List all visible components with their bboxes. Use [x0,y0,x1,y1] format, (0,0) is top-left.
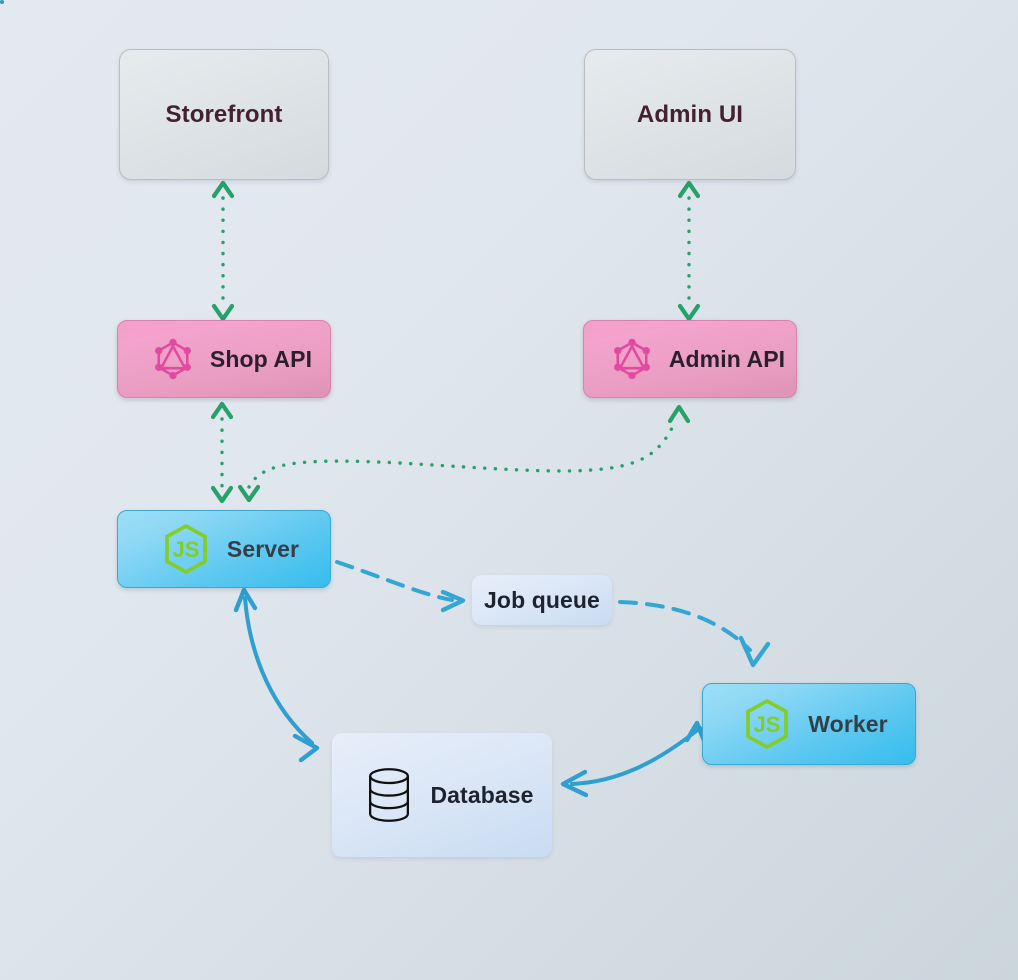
svg-text:JS: JS [754,712,781,737]
node-storefront-label: Storefront [165,100,283,128]
node-database-label: Database [430,781,534,808]
node-database[interactable]: Database [332,733,552,857]
node-server-label: Server [226,535,300,562]
node-job-queue-label: Job queue [484,586,600,613]
node-shop-api[interactable]: Shop API [117,320,331,398]
node-admin-api-label: Admin API [668,345,786,372]
graphql-icon [609,336,655,382]
edge-server-job-queue [335,560,466,613]
node-worker-label: Worker [808,710,888,737]
node-admin-ui[interactable]: Admin UI [584,49,796,180]
node-job-queue[interactable]: Job queue [472,575,612,625]
node-worker[interactable]: JS Worker [702,683,916,765]
node-shop-api-label: Shop API [209,345,313,372]
svg-text:JS: JS [172,537,199,562]
node-admin-ui-label: Admin UI [636,100,744,128]
node-admin-api[interactable]: Admin API [583,320,797,398]
graphql-icon [150,336,196,382]
edge-job-queue-worker [618,600,771,668]
edge-server-admin-api [237,404,691,503]
edge-worker-database [560,720,708,798]
database-cylinder-icon [366,767,412,823]
edge-admin-ui-admin-api [677,180,701,322]
edge-shop-api-server [210,401,234,504]
nodejs-icon: JS [161,523,211,575]
edge-storefront-shop-api [211,180,235,322]
vendure-server-group [0,0,4,4]
nodejs-icon: JS [742,698,792,750]
edge-server-database [233,587,320,763]
node-server[interactable]: JS Server [117,510,331,588]
node-storefront[interactable]: Storefront [119,49,329,180]
